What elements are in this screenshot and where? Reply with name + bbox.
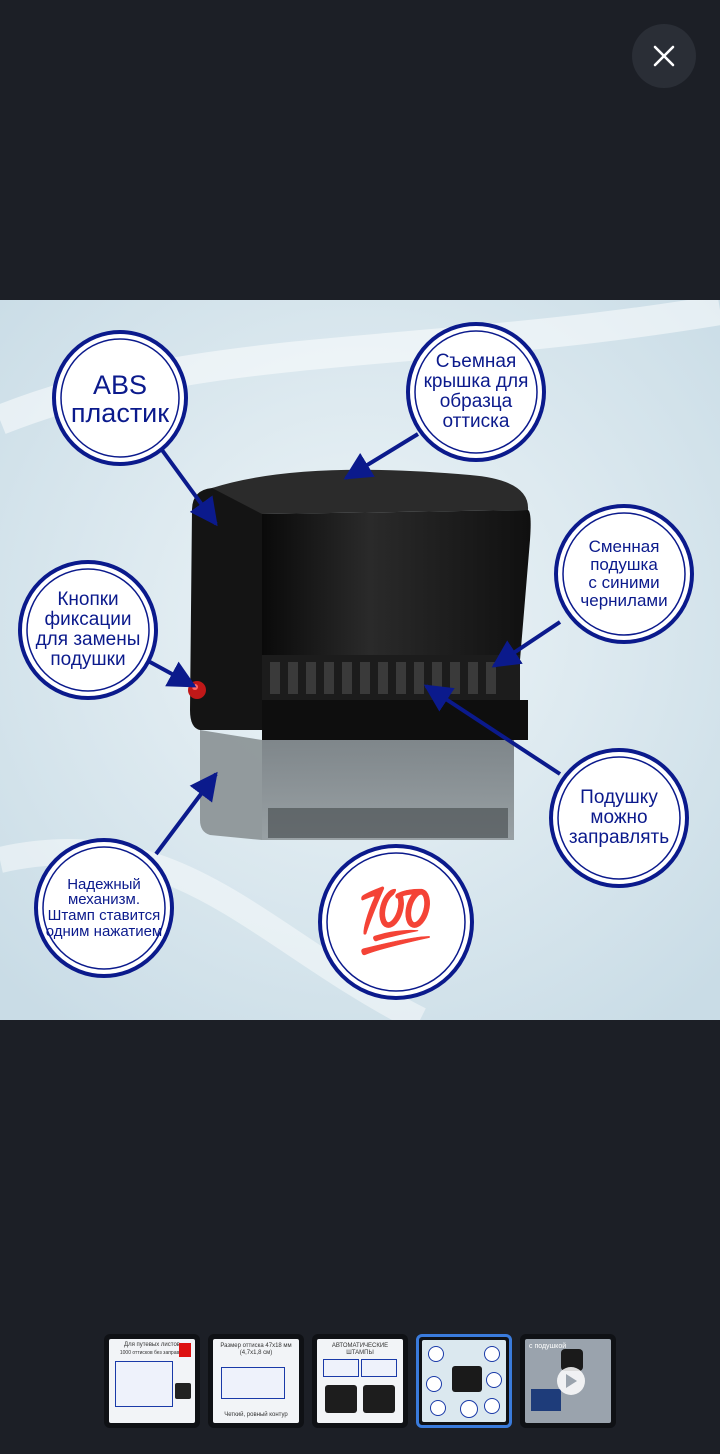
- thumbnail-5-video[interactable]: с подушкой: [520, 1334, 616, 1428]
- callout-lid-circle: [406, 322, 546, 462]
- thumbnail-strip: Для путевых листов 1000 оттисков без зап…: [104, 1334, 616, 1428]
- callout-pad-circle: [554, 504, 694, 644]
- stamp-side: [190, 482, 262, 730]
- thumbnail-3[interactable]: АВТОМАТИЧЕСКИЕ ШТАМПЫ: [312, 1334, 408, 1428]
- thumbnail-2[interactable]: Размер оттиска 47х18 мм (4,7х1,8 см) Чет…: [208, 1334, 304, 1428]
- thumbnail-1-label: Для путевых листов: [124, 1342, 180, 1348]
- callout-buttons-circle: [18, 560, 158, 700]
- callout-refill-circle: [549, 748, 689, 888]
- thumbnail-2-sub: Четкий, ровный контур: [224, 1412, 288, 1419]
- hundred-points-icon: 💯: [357, 887, 435, 957]
- callout-abs-circle: [52, 330, 188, 466]
- thumbnail-1[interactable]: Для путевых листов 1000 оттисков без зап…: [104, 1334, 200, 1428]
- stamp-lid: [212, 469, 529, 514]
- callout-mechanism-circle: [34, 838, 174, 978]
- stamp-base: [200, 730, 262, 840]
- thumbnail-4[interactable]: [416, 1334, 512, 1428]
- close-icon: [653, 45, 675, 67]
- play-icon: [557, 1367, 585, 1395]
- close-button[interactable]: [632, 24, 696, 88]
- thumbnail-3-label: АВТОМАТИЧЕСКИЕ ШТАМПЫ: [331, 1343, 389, 1356]
- thumbnail-1-sub: 1000 оттисков без заправки: [119, 1350, 185, 1356]
- ink-pad: [262, 655, 520, 700]
- thumbnail-5-label: с подушкой: [529, 1343, 567, 1350]
- thumbnail-2-label: Размер оттиска 47х18 мм (4,7х1,8 см): [220, 1343, 292, 1356]
- callout-emoji-circle: [318, 844, 474, 1000]
- stamp-body: [262, 510, 531, 662]
- product-illustration: [0, 300, 720, 1020]
